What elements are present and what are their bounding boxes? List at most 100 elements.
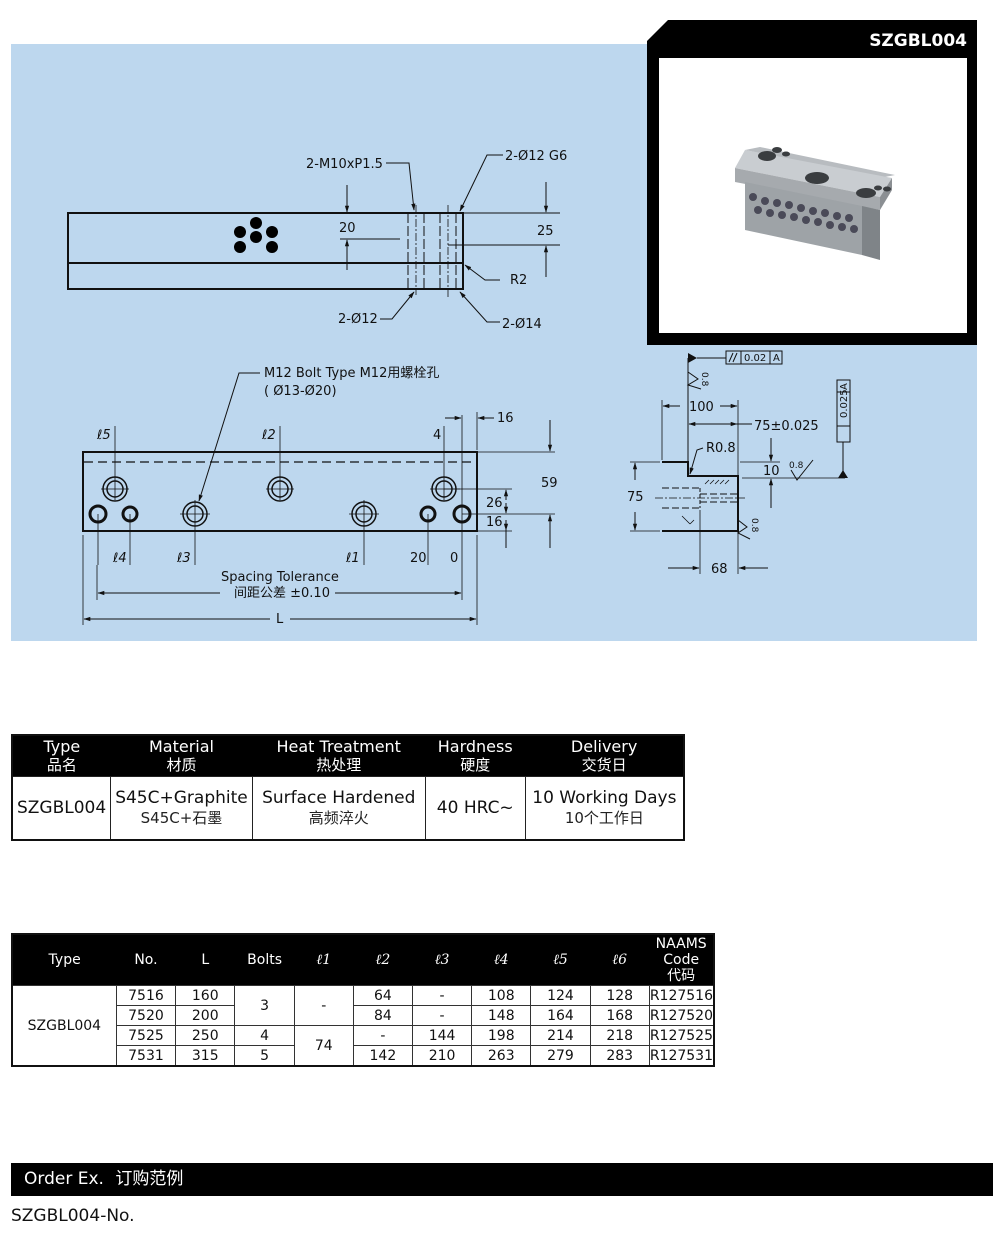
cell-naams: R127531: [648, 1045, 715, 1067]
cell-l: 315: [175, 1045, 236, 1067]
table-row: 7531 315 5 142 210 263 279 283 R127531: [12, 1045, 715, 1067]
cell-l6: 283: [589, 1045, 650, 1067]
product-photo: [735, 147, 895, 260]
parallelism-tolerance: 0.02: [744, 353, 766, 364]
cell-l2: 84: [352, 1005, 413, 1026]
dim-26: 26: [486, 496, 503, 511]
dim-16-top: 16: [497, 411, 514, 426]
cell-naams: R127520: [648, 1005, 715, 1026]
cell-l2: -: [352, 1025, 413, 1046]
cell-no: 7520: [115, 1005, 177, 1026]
product-photo-frame: SZGBL004: [647, 20, 977, 345]
cell-no: 7516: [115, 985, 177, 1006]
cell-bolts: 3: [234, 985, 295, 1026]
label-l5: ℓ5: [96, 428, 111, 443]
cell-l6: 128: [589, 985, 650, 1006]
cell-l4: 108: [471, 985, 532, 1006]
label-l4: ℓ4: [112, 551, 127, 566]
cell-l3: 144: [411, 1025, 473, 1046]
cell-l3: -: [411, 985, 473, 1006]
table-row: 7520 200 84 - 148 164 168 R127520: [12, 1005, 715, 1026]
cell-l3: 210: [411, 1045, 473, 1067]
cell-l2: 142: [352, 1045, 413, 1067]
spec-type: SZGBL004: [11, 776, 112, 841]
table-row: 7525 250 4 74 - 144 198 214 218 R127525: [12, 1025, 715, 1067]
top-view-labels: 2-M10xP1.5 2-Ø12 G6 R2 2-Ø12 2-Ø14 20 25: [306, 149, 567, 332]
cell-naams: R127525: [648, 1025, 715, 1046]
spec-hardness: 40 HRC~: [424, 776, 526, 841]
cell-no: 7525: [115, 1025, 177, 1046]
photo-label: SZGBL004: [869, 31, 967, 51]
table-row: SZGBL004 7516 160 3 - 64 - 108 124 128 R…: [11, 985, 715, 1067]
cell-no: 7531: [115, 1045, 177, 1067]
roughness-top: 0.8: [699, 372, 709, 387]
order-title-en: Order Ex.: [24, 1169, 104, 1189]
col-l: L: [175, 934, 235, 986]
cell-l5: 214: [530, 1025, 591, 1046]
dim-20: 20: [339, 221, 356, 236]
cell-l2: 64: [352, 985, 413, 1006]
label-0: 0: [450, 551, 458, 566]
hole14-callout: 2-Ø14: [502, 317, 542, 332]
cell-bolts: 4: [234, 1025, 295, 1046]
spacing-tolerance-cn: 间距公差 ±0.10: [234, 586, 330, 601]
cell-l5: 279: [530, 1045, 591, 1067]
radius-r08: R0.8: [706, 441, 736, 456]
top-view: [67, 154, 560, 323]
cell-l5: 124: [530, 985, 591, 1006]
col-l6: ℓ6: [590, 934, 650, 986]
label-l1: ℓ1: [345, 551, 360, 566]
thread-callout: 2-M10xP1.5: [306, 157, 383, 172]
hole12-callout: 2-Ø12: [338, 312, 378, 327]
label-4: 4: [433, 428, 441, 443]
perpendicularity-tolerance: 0.025: [839, 389, 850, 418]
dim-10: 10: [763, 464, 780, 479]
roughness-side: 0.8: [749, 518, 759, 533]
col-l3: ℓ3: [412, 934, 472, 986]
label-l2: ℓ2: [261, 428, 276, 443]
cell-l1: -: [293, 985, 354, 1026]
cell-l: 200: [175, 1005, 236, 1026]
order-example-header: Order Ex. 订购范例: [11, 1163, 993, 1196]
roughness-surface: 0.8: [789, 461, 804, 471]
radius-callout: R2: [510, 273, 527, 288]
dim-59: 59: [541, 476, 558, 491]
cell-l: 250: [175, 1025, 236, 1046]
bolt-note-line2: ( Ø13-Ø20): [264, 384, 337, 399]
col-l1: ℓ1: [294, 934, 354, 986]
pin-hole-callout: 2-Ø12 G6: [505, 149, 567, 164]
col-l5: ℓ5: [530, 934, 591, 986]
bolt-note-line1: M12 Bolt Type M12用螺栓孔: [264, 366, 439, 381]
spacing-tolerance-en: Spacing Tolerance: [221, 570, 339, 585]
order-example: SZGBL004-No.: [11, 1206, 135, 1226]
col-l2: ℓ2: [353, 934, 413, 986]
cell-l4: 148: [471, 1005, 532, 1026]
order-title-cn: 订购范例: [115, 1169, 184, 1189]
cell-l5: 164: [530, 1005, 591, 1026]
cell-naams: R127516: [648, 985, 715, 1006]
label-20: 20: [410, 551, 427, 566]
label-l3: ℓ3: [176, 551, 191, 566]
length-label: L: [276, 612, 284, 627]
side-view-labels: 0.02 A 0.025 A 0.8 0.8 0.8 100 75±0.025 …: [627, 353, 850, 577]
dim-100: 100: [689, 400, 714, 415]
col-no: No.: [116, 934, 176, 986]
col-l4: ℓ4: [471, 934, 531, 986]
side-view: [630, 350, 851, 574]
dim-25: 25: [537, 224, 554, 239]
dim-68: 68: [711, 562, 728, 577]
graphite-plug-pattern: [234, 217, 278, 253]
col-type: Type: [12, 934, 117, 986]
cell-bolts: 5: [234, 1045, 295, 1067]
front-view-labels: M12 Bolt Type M12用螺栓孔 ( Ø13-Ø20) 16 59 2…: [96, 366, 558, 627]
dim-75-tolerance: 75±0.025: [754, 419, 819, 434]
